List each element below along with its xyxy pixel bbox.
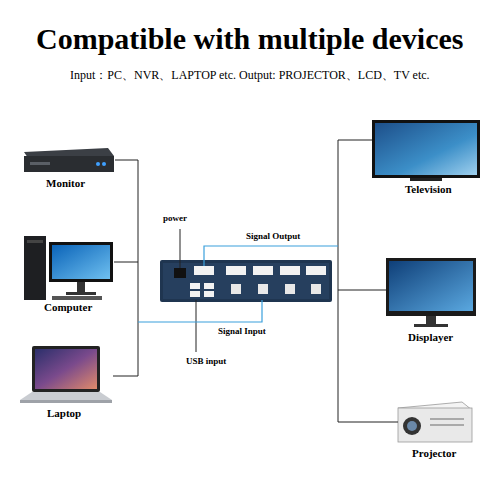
device-node: Displayer: [408, 331, 453, 344]
device-node: Television: [405, 183, 452, 196]
device-label: Displayer: [408, 331, 453, 344]
device-label: Television: [405, 183, 452, 196]
port-label: Signal Input: [218, 326, 266, 337]
device-node: Projector: [412, 447, 456, 460]
port-label: USB input: [186, 356, 226, 367]
subtitle-text: Input：PC、NVR、LAPTOP etc. Output: PROJECT…: [70, 68, 430, 82]
device-node: Computer: [44, 301, 92, 314]
diagram-title: Compatible with multiple devices: [36, 22, 464, 56]
device-label: Monitor: [46, 177, 85, 190]
device-label: Projector: [412, 447, 456, 460]
device-node: Laptop: [47, 407, 81, 420]
device-node: Monitor: [46, 177, 85, 190]
port-label: power: [163, 213, 187, 224]
device-label: Laptop: [47, 407, 81, 420]
device-label: Computer: [44, 301, 92, 314]
port-label: Signal Output: [246, 231, 300, 242]
